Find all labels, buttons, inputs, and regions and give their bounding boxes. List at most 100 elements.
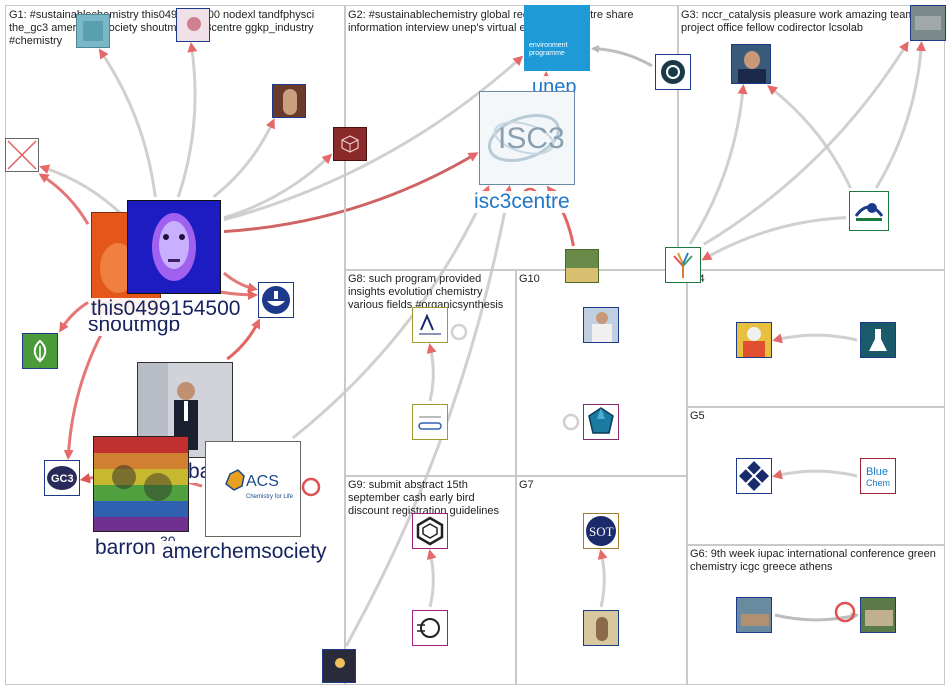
self-loop [450,323,468,341]
self-loop [562,413,580,431]
cube-node[interactable] [333,127,367,161]
group-box-g3 [678,5,945,270]
g10-gem-node[interactable] [583,404,619,440]
avatar-photo-icon [596,617,608,641]
edge-g3_copernet-to-g3_man [767,85,852,189]
this0499154500-node[interactable] [127,200,221,294]
acs-logo-icon: ACS Chemistry for Life [225,469,294,500]
g9-bottom-node[interactable] [412,610,448,646]
circle-logo-icon [661,60,685,84]
group-box-g6 [687,545,945,685]
group-box-g10 [516,270,687,476]
amerchemsociety-label: amerchemsociety [160,540,329,563]
edge-shoutmgb-to-broken_img [38,173,90,225]
group-box-g1 [5,5,345,685]
isc3centre-node[interactable]: ISC3 [479,91,575,185]
crowd-node[interactable] [565,249,599,283]
group-title-g2: G2: #sustainablechemistry global registe… [348,9,637,34]
acs-logo-subtext: Chemistry for Life [246,494,294,500]
avatar-rainbow-icon [94,437,188,531]
group-title-g3: G3: nccr_catalysis pleasure work amazing… [681,9,915,34]
g8-top-node[interactable] [412,307,448,343]
leaf-icon [33,339,47,363]
g2-logo-node[interactable] [655,54,691,90]
edge-g6_a-to-g6_b [774,612,859,622]
edge-g3_copernet-to-g3_group [874,41,926,189]
gc3-node[interactable]: GC3 [44,460,80,496]
edge-shoutmgb-to-leaf [59,301,89,333]
edge-this0499154500-to-isc3centre [223,152,479,234]
avatar-photo-icon [915,16,941,30]
sot-logo-text: SOT [589,524,614,539]
g4-lab-node[interactable] [860,322,896,358]
avatar-photo-icon [283,89,297,115]
diamond-icon [739,461,769,491]
g8-bottom-node[interactable] [412,404,448,440]
g5-bluechem-node[interactable]: Blue Chem [860,458,896,494]
isc3-logo-text: ISC3 [498,122,565,155]
g5-diamond-node[interactable] [736,458,772,494]
amerchemsociety-node[interactable]: ACS Chemistry for Life [205,441,301,537]
gem-icon [588,407,614,434]
edge-g8_bottom-to-g8_top [426,343,437,402]
isc3-logo-icon: ISC3 [487,114,565,162]
edge-this0499154500-to-g1_woman [212,118,275,199]
edge-this0499154500-to-unep [223,55,524,222]
avatar-photo-icon [747,327,761,341]
g6-b-node[interactable] [860,597,896,633]
flask-icon [861,323,895,357]
edge-this0499154500-to-g1_pink [176,42,198,198]
edge-g4_lab-to-g4_meeple [772,333,858,344]
g4-tree-node[interactable] [665,247,701,283]
cube-icon [341,135,359,153]
avatar-photo-icon [335,658,345,668]
edge-amerchemsociety-to-isc3centre [291,185,490,440]
gc3-logo-icon: GC3 [45,461,79,495]
leaf-node[interactable] [22,333,58,369]
gc3-logo-text: GC3 [51,473,74,485]
broken-image-node[interactable] [5,138,39,172]
flask-icon [262,286,290,314]
g7-person-node[interactable] [583,610,619,646]
avatar-photo-icon [741,614,769,626]
isc3centre-label: isc3centre [472,190,572,213]
flask-badge-node[interactable] [258,282,294,318]
bluechem-logo-subtext: Chem [866,478,890,488]
g4-meeple-node[interactable] [736,322,772,358]
edge-g2_logo-to-unep [591,44,653,68]
group-title-g8: G8: such program provided insights evolu… [348,273,504,311]
self-loop [834,601,856,623]
edge-g3_copernet-to-g4_tree [701,216,847,261]
barron-node[interactable] [93,436,189,532]
g3-man-node[interactable] [731,44,771,84]
edge-this0499154500-to-broken_img [39,164,126,218]
g6-a-node[interactable] [736,597,772,633]
lamp-node[interactable] [322,649,356,683]
group-box-g8 [345,270,516,476]
group-title-g5: G5 [690,410,705,422]
group-title-g9: G9: submit abstract 15th september cash … [348,479,500,517]
g1-woman-node[interactable] [272,84,306,118]
g9-top-node[interactable] [412,513,448,549]
edge-suit_person-to-flask_badge [226,318,261,361]
broken-image-icon [7,140,37,170]
this0499154500-label: this0499154500 [89,297,243,320]
edge-g4_tree-to-g3_group [703,41,909,246]
g3-group-node[interactable] [910,5,946,41]
g1-pink-node[interactable] [176,8,210,42]
bluechem-logo-text: Blue [866,466,888,478]
group-title-g7: G7 [519,479,534,491]
avatar-photo-icon [566,268,598,282]
g10-person-node[interactable] [583,307,619,343]
edge-this0499154500-to-g1_teal [98,48,157,198]
edge-g5_bluechem-to-g5_diamond [772,469,858,480]
g1-teal-node[interactable] [76,14,110,48]
tree-icon [673,252,693,278]
edge-g7_person-to-g7_sot [597,549,608,608]
g7-sot-node[interactable]: SOT [583,513,619,549]
g3-copernet-node[interactable] [849,191,889,231]
